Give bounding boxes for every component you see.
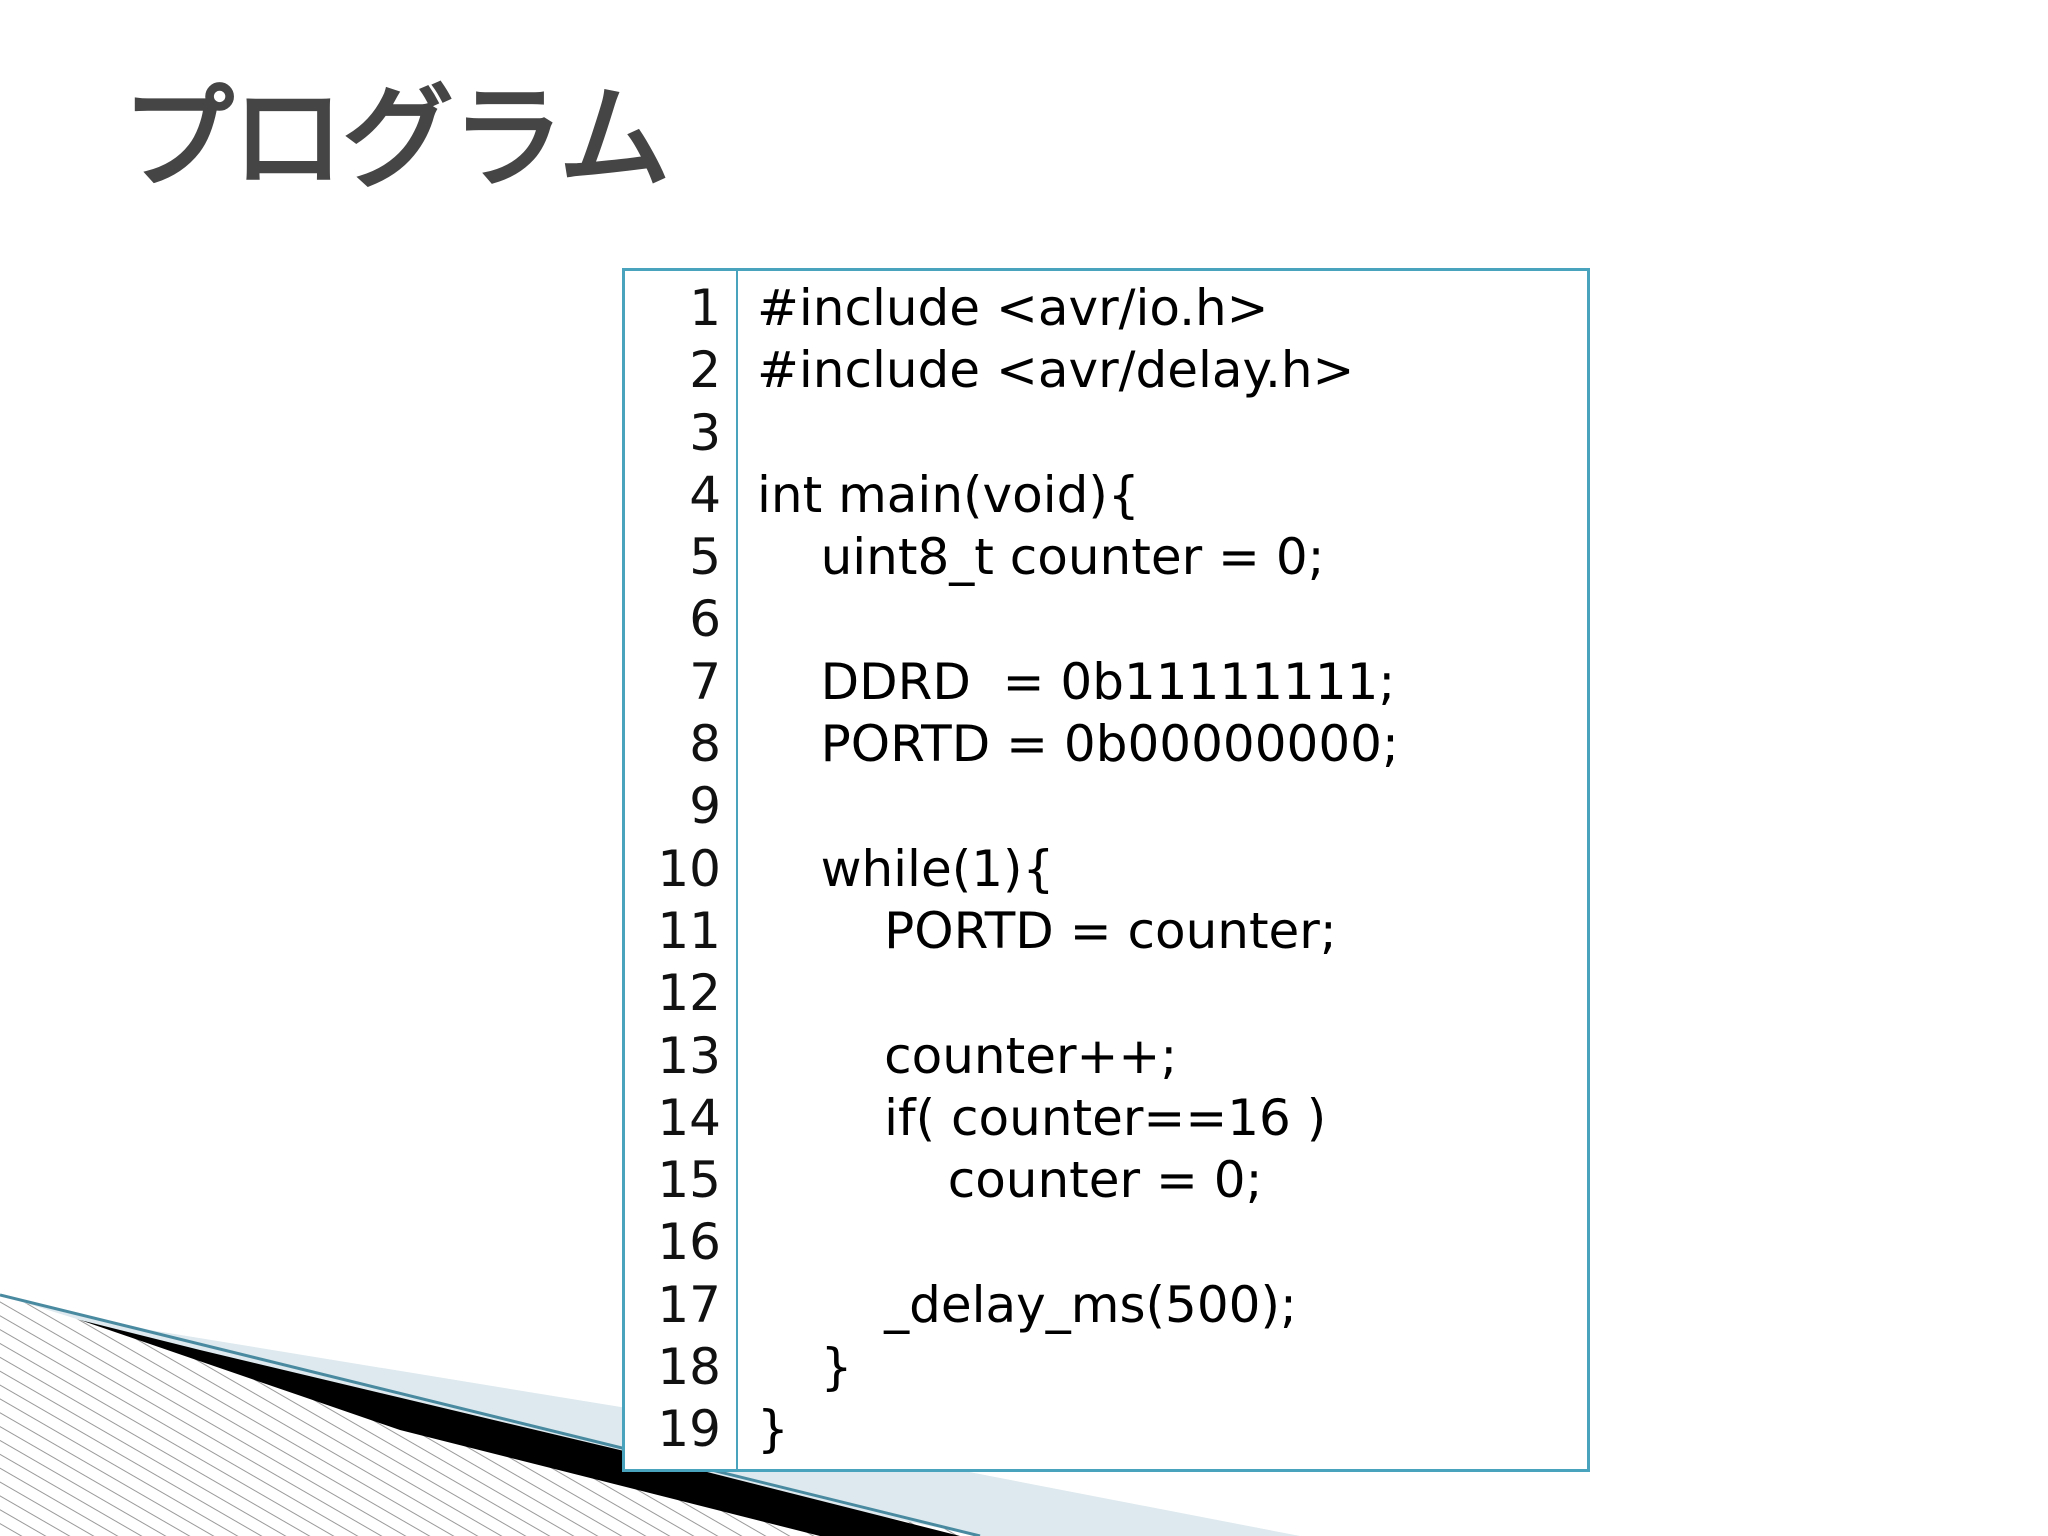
line-number-divider — [736, 271, 738, 1469]
line-number: 11 — [657, 901, 721, 960]
line-number: 2 — [689, 341, 721, 400]
code-line: counter = 0; — [757, 1151, 1263, 1210]
line-number: 9 — [689, 777, 721, 836]
code-line: #include <avr/io.h> — [757, 279, 1269, 337]
line-number: 16 — [657, 1213, 721, 1272]
code-line: uint8_t counter = 0; — [757, 528, 1325, 587]
code-line: PORTD = 0b00000000; — [757, 715, 1399, 774]
code-line: PORTD = counter; — [757, 901, 1337, 960]
code-line: } — [757, 1400, 789, 1459]
code-line — [757, 402, 1577, 464]
line-number: 1 — [689, 279, 721, 337]
line-number: 3 — [689, 403, 721, 462]
line-number: 10 — [657, 839, 721, 898]
code-line: _delay_ms(500); — [757, 1275, 1297, 1334]
code-line — [757, 775, 1577, 837]
dark-band — [80, 1320, 960, 1536]
code-line: if( counter==16 ) — [757, 1088, 1327, 1147]
code-line: while(1){ — [757, 839, 1055, 898]
line-number: 4 — [689, 465, 721, 524]
code-line — [757, 588, 1577, 650]
slide-title: プログラム — [122, 74, 671, 204]
line-number: 12 — [657, 964, 721, 1023]
line-number: 15 — [657, 1151, 721, 1210]
code-line — [757, 1211, 1577, 1273]
code-line: DDRD = 0b11111111; — [757, 652, 1396, 711]
line-number: 5 — [689, 528, 721, 587]
code-line: #include <avr/delay.h> — [757, 341, 1355, 400]
code-line — [757, 962, 1577, 1024]
code-line: int main(void){ — [757, 465, 1140, 524]
line-number: 8 — [689, 715, 721, 774]
line-number: 18 — [657, 1338, 721, 1397]
line-number: 17 — [657, 1275, 721, 1334]
accent-line — [0, 1293, 981, 1536]
line-number: 19 — [657, 1400, 721, 1459]
line-number: 6 — [689, 590, 721, 649]
line-number: 14 — [657, 1088, 721, 1147]
code-body: #include <avr/io.h>#include <avr/delay.h… — [757, 277, 1577, 1461]
code-line: counter++; — [757, 1026, 1178, 1085]
line-number: 7 — [689, 652, 721, 711]
line-number: 13 — [657, 1026, 721, 1085]
hatched-band — [0, 1295, 980, 1536]
code-line: } — [757, 1338, 853, 1397]
